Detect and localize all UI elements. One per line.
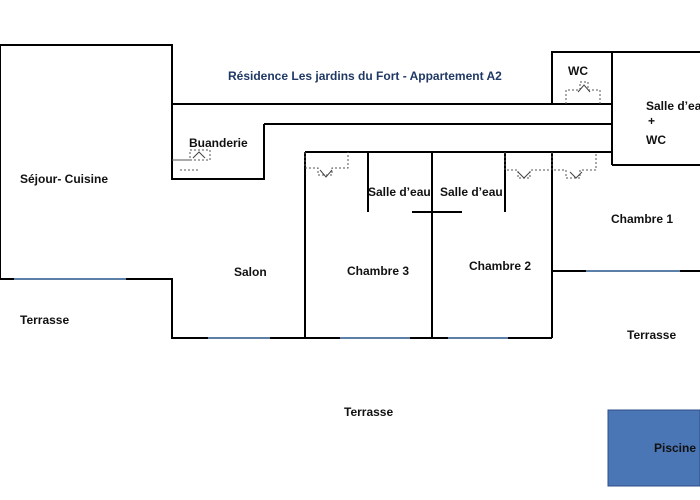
room-salon: Salon: [234, 265, 267, 279]
door-ch1: [551, 152, 597, 179]
arrow-se2: [517, 171, 531, 179]
room-sejour-cuisine: Séjour- Cuisine: [20, 172, 109, 186]
room-salle-eau-2: Salle d’eau: [440, 185, 503, 199]
room-buanderie: Buanderie: [189, 136, 248, 150]
room-salle-eau-3: Salle d’eau: [368, 185, 431, 199]
pool: [607, 409, 700, 487]
wall-buanderie: [171, 124, 265, 180]
room-chambre-2: Chambre 2: [469, 259, 532, 273]
doors: [172, 81, 601, 179]
room-chambre-1: Chambre 1: [611, 212, 674, 226]
terrasse-right: Terrasse: [627, 328, 677, 342]
wall-top-left: [0, 44, 612, 105]
door-ch3: [304, 152, 349, 176]
door-wc: [565, 81, 601, 104]
wall-sejour-bottom: [0, 278, 305, 339]
room-salle-eau-wc-2: +: [648, 114, 656, 128]
windows: [14, 270, 680, 339]
door-se2: [504, 152, 550, 179]
terrasse-left: Terrasse: [20, 313, 70, 327]
walls: [0, 44, 700, 339]
arrow-ch1: [569, 171, 583, 179]
room-chambre-3: Chambre 3: [347, 264, 410, 278]
plan-title: Résidence Les jardins du Fort - Appartem…: [228, 69, 502, 83]
pool-label: Piscine: [654, 441, 697, 455]
arrow-ch3: [319, 169, 333, 178]
room-salle-eau-wc-3: WC: [646, 133, 666, 147]
arrow-wc: [577, 84, 591, 93]
room-wc: WC: [568, 64, 588, 78]
room-salle-eau-wc-1: Salle d’eau: [646, 99, 700, 113]
terrasse-bottom: Terrasse: [344, 405, 394, 419]
door-arrows: [192, 84, 591, 179]
door-buanderie: [172, 149, 211, 161]
arrow-buanderie: [192, 151, 206, 159]
